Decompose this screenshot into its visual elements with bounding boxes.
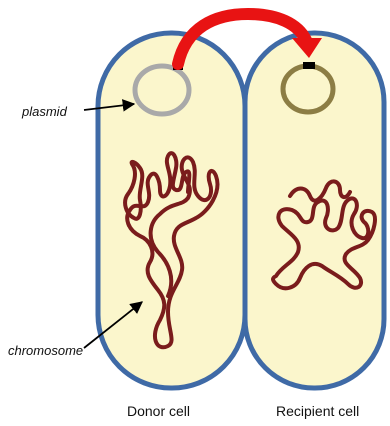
recipient-cell-caption: Recipient cell — [276, 403, 359, 419]
donor-cell-caption: Donor cell — [127, 403, 190, 419]
plasmid-label: plasmid — [21, 104, 68, 119]
chromosome-label: chromosome — [8, 343, 83, 358]
recipient-plasmid-marker — [303, 62, 315, 69]
